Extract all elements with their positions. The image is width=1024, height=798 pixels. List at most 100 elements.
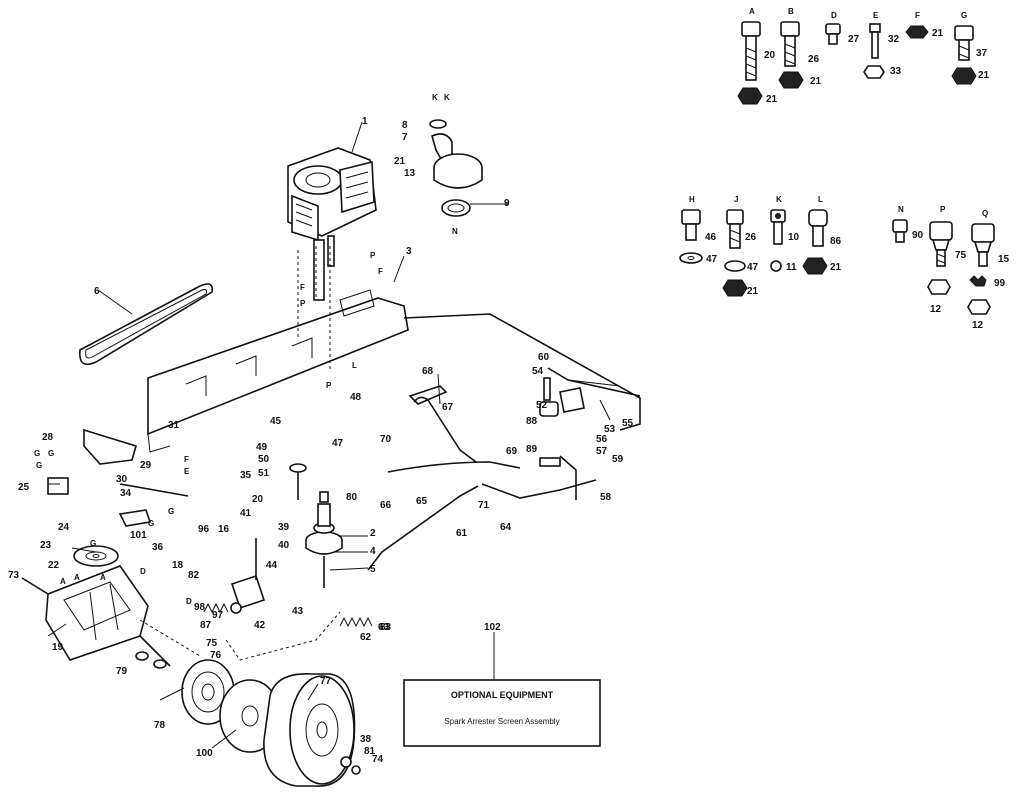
svg-text:F: F bbox=[184, 455, 189, 464]
brake-rod bbox=[387, 461, 521, 473]
bolt-letter: E bbox=[873, 11, 879, 20]
callout-numbers: 1 2 3 4 5 6 7 8 9 13 16 18 19 20 21 22 2… bbox=[8, 116, 634, 765]
callout: 96 bbox=[198, 524, 210, 535]
optional-equipment: 102 OPTIONAL EQUIPMENT Spark Arrester Sc… bbox=[403, 622, 601, 747]
callout: 2 bbox=[370, 528, 376, 539]
frame-plate bbox=[147, 297, 409, 436]
main-assembly bbox=[21, 119, 641, 787]
callout: 6 bbox=[94, 286, 100, 297]
svg-text:E: E bbox=[184, 467, 190, 476]
callout: 63 bbox=[378, 622, 390, 633]
callout: 70 bbox=[380, 434, 392, 445]
svg-text:P: P bbox=[370, 251, 376, 260]
part-number: 47 bbox=[706, 254, 718, 265]
callout: 65 bbox=[416, 496, 428, 507]
callout: 39 bbox=[278, 522, 290, 533]
bolt-letter: K bbox=[776, 195, 782, 204]
callout: 40 bbox=[278, 540, 290, 551]
bolt-k: K 10 11 bbox=[770, 195, 800, 273]
callout: 66 bbox=[380, 500, 392, 511]
nut-f: F 21 bbox=[905, 11, 944, 39]
callout: 97 bbox=[212, 610, 224, 621]
letter-tags: F P F P P L F E G A A A D D G G G G G N … bbox=[34, 93, 458, 606]
bracket bbox=[83, 428, 137, 465]
part-number: 10 bbox=[788, 232, 800, 243]
callout: 77 bbox=[320, 676, 332, 687]
idler-bracket bbox=[230, 574, 266, 610]
bolt-d: D 27 bbox=[825, 11, 860, 45]
callout: 80 bbox=[346, 492, 358, 503]
callout: 35 bbox=[240, 470, 252, 481]
bolt-e: E 32 33 bbox=[863, 11, 902, 79]
washer bbox=[351, 765, 361, 775]
callout: 8 bbox=[402, 120, 408, 131]
part-number: 27 bbox=[848, 34, 860, 45]
callout: 71 bbox=[478, 500, 490, 511]
svg-text:G: G bbox=[36, 461, 42, 470]
callout: 79 bbox=[116, 666, 128, 677]
callout: 73 bbox=[8, 570, 20, 581]
callout: 55 bbox=[622, 418, 634, 429]
callout: 21 bbox=[394, 156, 406, 167]
callout: 28 bbox=[42, 432, 54, 443]
svg-text:A: A bbox=[60, 577, 66, 586]
svg-text:A: A bbox=[100, 573, 106, 582]
callout: 64 bbox=[500, 522, 512, 533]
bolt-h: H 46 47 bbox=[679, 195, 718, 265]
engine bbox=[287, 147, 377, 301]
callout: 74 bbox=[372, 754, 384, 765]
callout: 82 bbox=[188, 570, 200, 581]
bolt-letter: B bbox=[788, 7, 794, 16]
callout: 16 bbox=[218, 524, 230, 535]
part-number: 90 bbox=[912, 230, 924, 241]
callout: 101 bbox=[130, 530, 147, 541]
callout: 30 bbox=[116, 474, 128, 485]
callout: 4 bbox=[370, 546, 376, 557]
callout: 51 bbox=[258, 468, 270, 479]
bolt-letter: P bbox=[940, 205, 946, 214]
bolt-n: N 90 bbox=[892, 205, 924, 243]
callout: 57 bbox=[596, 446, 608, 457]
callout: 50 bbox=[258, 454, 270, 465]
engine-pulley bbox=[305, 491, 343, 588]
muffler bbox=[429, 119, 483, 217]
callout: 89 bbox=[526, 444, 538, 455]
leader-lines bbox=[47, 121, 611, 749]
callout: 36 bbox=[152, 542, 164, 553]
callout: 87 bbox=[200, 620, 212, 631]
svg-text:G: G bbox=[148, 519, 154, 528]
svg-text:L: L bbox=[352, 361, 357, 370]
part-number: 21 bbox=[932, 28, 944, 39]
callout: 44 bbox=[266, 560, 278, 571]
callout: 29 bbox=[140, 460, 152, 471]
callout: 69 bbox=[506, 446, 518, 457]
svg-text:G: G bbox=[168, 507, 174, 516]
callout: 83 bbox=[380, 622, 392, 633]
hardware-key-mid: H 46 47 J 26 47 21 K 10 11 bbox=[679, 195, 842, 297]
callout: 68 bbox=[422, 366, 434, 377]
part-number: 99 bbox=[994, 278, 1006, 289]
callout: 61 bbox=[456, 528, 468, 539]
svg-text:K: K bbox=[432, 93, 438, 102]
callout: 60 bbox=[538, 352, 550, 363]
callout: 88 bbox=[526, 416, 538, 427]
lever-handle bbox=[408, 385, 448, 405]
shift-bracket bbox=[539, 377, 585, 500]
svg-text:F: F bbox=[300, 283, 305, 292]
callout: 76 bbox=[210, 650, 222, 661]
callout: 47 bbox=[332, 438, 344, 449]
control-rod bbox=[481, 479, 597, 499]
callout: 48 bbox=[350, 392, 362, 403]
callout: 18 bbox=[172, 560, 184, 571]
callout: 98 bbox=[194, 602, 206, 613]
drive-belt bbox=[79, 283, 214, 366]
callout: 9 bbox=[504, 198, 510, 209]
bolt-letter: N bbox=[898, 205, 904, 214]
svg-text:G: G bbox=[34, 449, 40, 458]
part-number: 15 bbox=[998, 254, 1010, 265]
svg-text:G: G bbox=[48, 449, 54, 458]
callout: 58 bbox=[600, 492, 612, 503]
bolt-j: J 26 47 21 bbox=[722, 195, 759, 297]
optional-subtitle: Spark Arrester Screen Assembly bbox=[444, 717, 559, 726]
callout: 7 bbox=[402, 132, 408, 143]
